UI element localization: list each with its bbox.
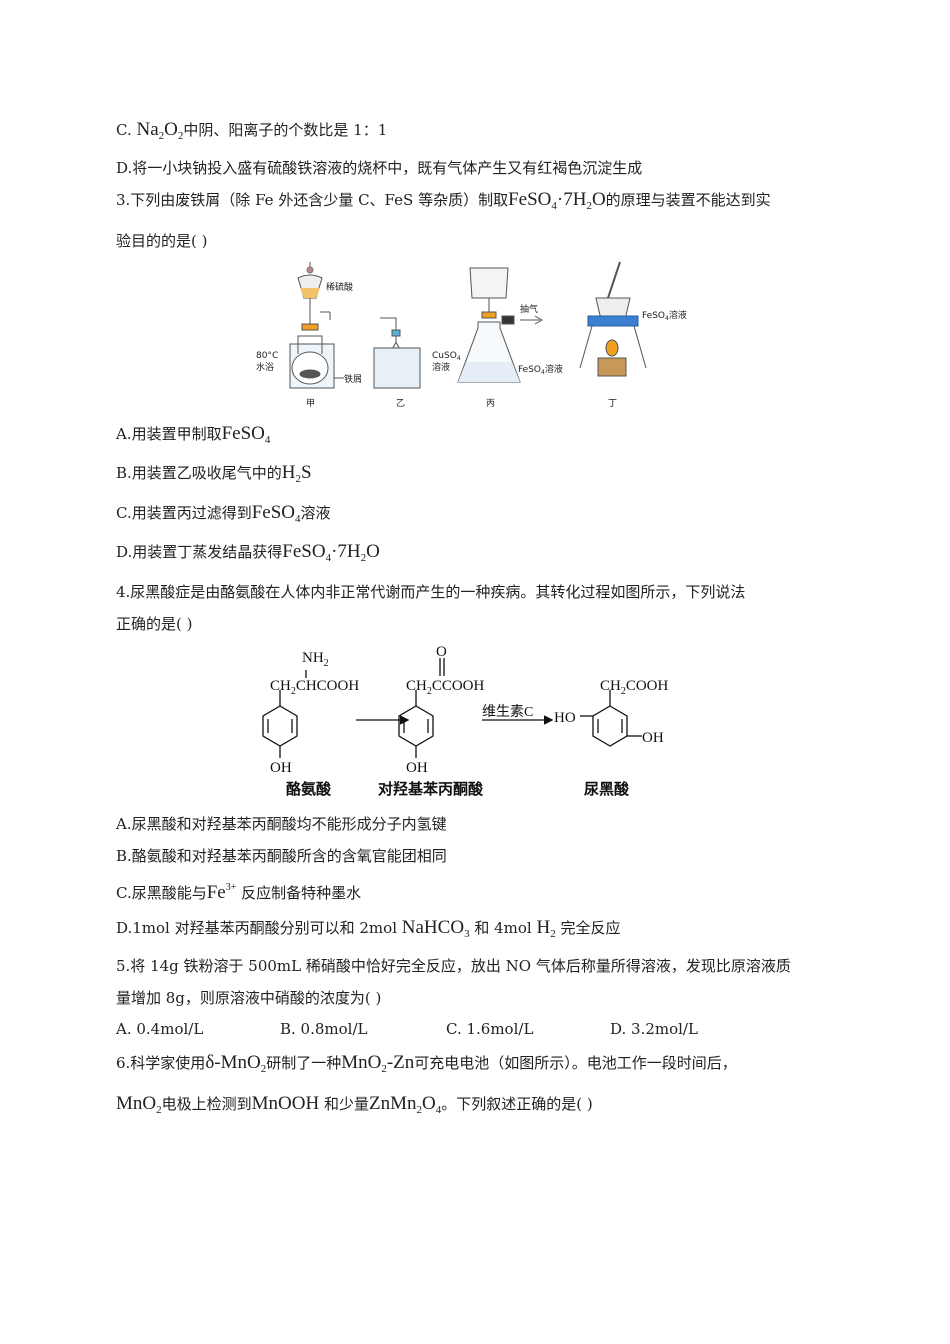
label-iron-scrap: 铁屑: [344, 373, 362, 385]
q4-reaction-figure: NH2 CH2CHCOOH OH O CH2CCOOH OH 维生素C CH2C…: [262, 644, 669, 798]
q4-stem-line2: 正确的是( ): [116, 615, 193, 633]
apparatus-d: [579, 261, 647, 377]
q2-option-d: D.将一小块钠投入盛有硫酸铁溶液的烧杯中，既有气体产生又有红褐色沉淀生成: [116, 159, 643, 177]
label-feso4-filtrate: FeSO4溶液: [518, 363, 563, 376]
label-water-bath: 水浴: [256, 361, 274, 373]
apparatus-a: [289, 262, 344, 389]
name-tyrosine: 酪氨酸: [286, 780, 332, 798]
label-suction: 抽气: [520, 303, 538, 315]
q4-stem-line1: 4.尿黑酸症是由酪氨酸在人体内非正常代谢而产生的一种疾病。其转化过程如图所示，下…: [116, 583, 746, 601]
q3-stem-line2: 验目的的是( ): [116, 232, 208, 250]
label-ding: 丁: [608, 399, 617, 409]
q2-option-c: C. Na2O2中阴、阳离子的个数比是 1：1: [116, 119, 388, 142]
label-feso4-evap: FeSO4溶液: [642, 309, 687, 322]
apparatus-b: [373, 317, 421, 389]
group-ho: HO: [554, 710, 576, 726]
group-keto-o: O: [436, 644, 447, 660]
arrow-2: [482, 715, 554, 725]
q5-option-d: D. 3.2mol/L: [610, 1020, 698, 1038]
apparatus-c: [457, 267, 544, 383]
label-cuso4: CuSO4: [432, 351, 461, 362]
group-oh-tyrosine: OH: [270, 760, 292, 776]
q4-option-a: A.尿黑酸和对羟基苯丙酮酸均不能形成分子内氢键: [116, 815, 447, 833]
q6-stem-line2: MnO2电极上检测到MnOOH 和少量ZnMn2O4。下列叙述正确的是( ): [116, 1093, 593, 1116]
label-cuso4-solution: 溶液: [432, 361, 450, 373]
q4-option-c: C.尿黑酸能与Fe3+ 反应制备特种墨水: [116, 882, 362, 903]
q3-stem-line1: 3.下列由废铁屑（除 Fe 外还含少量 C、FeS 等杂质）制取FeSO4·7H…: [116, 189, 771, 212]
group-oh-homogentisic: OH: [642, 730, 664, 746]
q3-option-b: B.用装置乙吸收尾气中的H2S: [116, 462, 312, 485]
group-ch2-hppa: CH2CCOOH: [406, 678, 485, 697]
label-jia: 甲: [306, 398, 315, 409]
ring-homogentisic: [580, 690, 642, 747]
arrow-1: [356, 715, 410, 725]
label-dilute-acid: 稀硫酸: [326, 281, 353, 293]
q3-option-c: C.用装置丙过滤得到FeSO4溶液: [116, 502, 331, 525]
q5-option-a: A. 0.4mol/L: [116, 1020, 204, 1038]
q5-stem-line2: 量增加 8g，则原溶液中硝酸的浓度为( ): [116, 989, 382, 1007]
q3-option-a: A.用装置甲制取FeSO4: [116, 423, 271, 446]
label-yi: 乙: [396, 398, 405, 409]
group-oh-hppa: OH: [406, 760, 428, 776]
ring-tyrosine: [262, 670, 307, 758]
name-hppa: 对羟基苯丙酮酸: [378, 780, 484, 798]
q4-option-d: D.1mol 对羟基苯丙酮酸分别可以和 2mol NaHCO3 和 4mol H…: [116, 917, 621, 940]
label-bing: 丙: [486, 398, 495, 409]
group-ch2-tyrosine: CH2CHCOOH: [270, 678, 359, 697]
q3-apparatus-figure: 稀硫酸 80°C 水浴 铁屑 甲 CuSO4 溶液 乙 抽气 FeSO4溶液 丙…: [256, 261, 687, 409]
q5-stem-line1: 5.将 14g 铁粉溶于 500mL 稀硝酸中恰好完全反应，放出 NO 气体后称…: [116, 957, 791, 975]
group-nh2: NH2: [302, 650, 329, 669]
group-ch2cooh: CH2COOH: [600, 678, 669, 697]
q4-option-b: B.酪氨酸和对羟基苯丙酮酸所含的含氧官能团相同: [116, 847, 447, 865]
q3-option-d: D.用装置丁蒸发结晶获得FeSO4·7H2O: [116, 541, 380, 564]
label-80c: 80°C: [256, 351, 278, 361]
label-vitamin-c: 维生素C: [482, 704, 533, 720]
ring-hppa: [398, 658, 445, 758]
q5-option-b: B. 0.8mol/L: [280, 1020, 368, 1038]
name-homogentisic-acid: 尿黑酸: [584, 780, 630, 798]
q5-option-c: C. 1.6mol/L: [446, 1020, 534, 1038]
q6-stem-line1: 6.科学家使用δ-MnO2研制了一种MnO2-Zn可充电电池（如图所示）。电池工…: [116, 1052, 737, 1075]
